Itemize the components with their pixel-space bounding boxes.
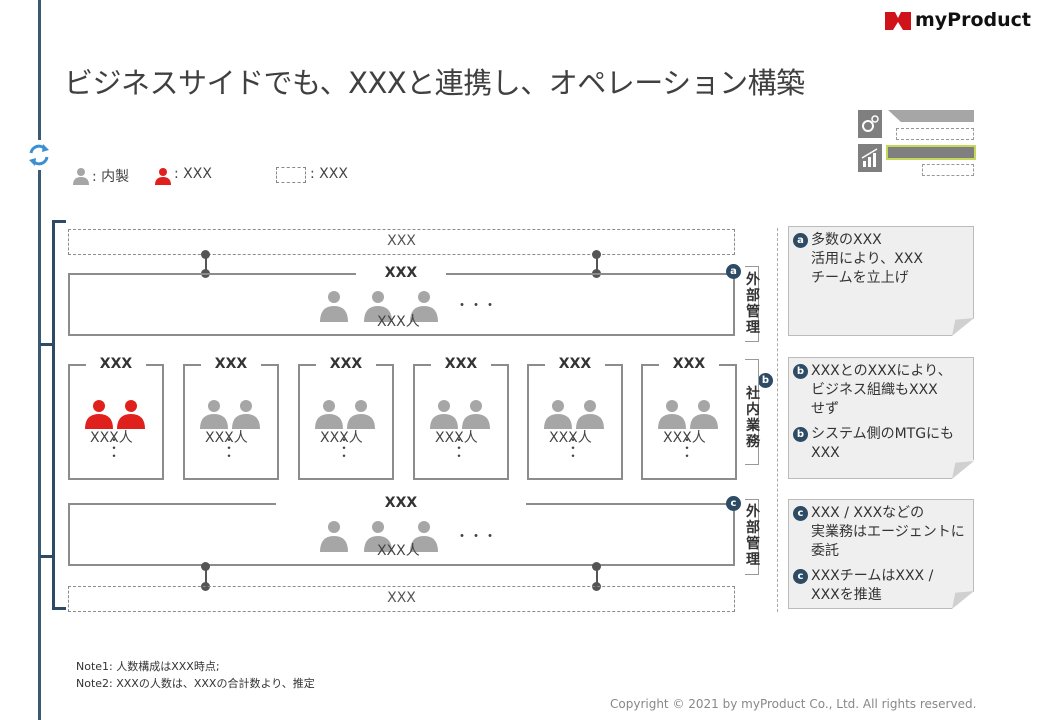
legend-dashed-label: : XXX xyxy=(310,166,348,182)
mini-map xyxy=(858,110,978,180)
logo: myProduct xyxy=(885,9,1031,32)
top-dashed-box: XXX xyxy=(68,229,735,255)
copyright: Copyright © 2021 by myProduct Co., Ltd. … xyxy=(610,697,977,711)
team-card-ellipsis: ・ ・ ・ xyxy=(223,433,236,463)
side-bracket-middle xyxy=(745,359,759,465)
team-card-header: XXX xyxy=(316,356,376,372)
logo-mark-icon xyxy=(885,12,911,30)
side-label-middle: 社内業務 xyxy=(746,386,760,450)
team-card-people-label: XXX人 xyxy=(205,430,248,446)
bottom-team-header: XXX xyxy=(276,495,526,511)
side-bracket-top xyxy=(745,266,759,342)
team-card-people xyxy=(430,400,490,429)
top-team-people-label: XXX人 xyxy=(377,314,420,330)
person-external-icon xyxy=(155,168,171,185)
legend: : 内製 : XXX : XXX xyxy=(72,166,372,186)
side-label-top: 外部管理 xyxy=(746,272,760,336)
note-badge: b xyxy=(793,364,808,379)
footnote-1: Note1: 人数構成はXXX時点; xyxy=(76,660,220,673)
team-card-people xyxy=(85,400,145,429)
team-card-people xyxy=(544,400,604,429)
footnote-2: Note2: XXXの人数は、XXXの合計数より、推定 xyxy=(76,677,315,690)
team-card-header: XXX xyxy=(201,356,261,372)
team-card-ellipsis: ・ ・ ・ xyxy=(338,433,351,463)
team-card-ellipsis: ・ ・ ・ xyxy=(108,433,121,463)
team-card-people xyxy=(658,400,718,429)
team-card-header: XXX xyxy=(545,356,605,372)
team-card-header: XXX xyxy=(431,356,491,372)
logo-text: myProduct xyxy=(915,9,1032,31)
bottom-team-ellipsis: ・・・ xyxy=(455,529,497,545)
note-text: 多数のXXX 活用により、XXX チームを立上げ xyxy=(811,232,923,286)
team-card-people xyxy=(200,400,260,429)
team-card-header: XXX xyxy=(659,356,719,372)
chart-icon xyxy=(858,144,882,172)
notes-divider xyxy=(777,228,778,612)
team-card-ellipsis: ・ ・ ・ xyxy=(453,433,466,463)
note-text: XXX / XXXなどの 実業務はエージェントに 委託 xyxy=(811,505,965,559)
side-bracket-bottom xyxy=(745,499,759,575)
gears-icon xyxy=(858,110,882,138)
top-team-header: XXX xyxy=(356,265,446,281)
note-text: システム側のMTGにも XXX xyxy=(811,426,955,461)
bottom-dashed-label: XXX xyxy=(387,590,416,606)
team-card-people-label: XXX人 xyxy=(435,430,478,446)
page-title: ビジネスサイドでも、XXXと連携し、オペレーション構築 xyxy=(64,66,805,100)
team-card-header: XXX xyxy=(86,356,146,372)
top-dashed-label: XXX xyxy=(387,233,416,249)
legend-external-label: : XXX xyxy=(174,166,212,182)
team-card-ellipsis: ・ ・ ・ xyxy=(681,433,694,463)
side-label-bottom: 外部管理 xyxy=(746,504,760,568)
team-card-ellipsis: ・ ・ ・ xyxy=(567,433,580,463)
left-bracket xyxy=(52,220,66,610)
note-badge: c xyxy=(793,569,808,584)
team-card-people-label: XXX人 xyxy=(663,430,706,446)
note-badge: b xyxy=(793,427,808,442)
note-badge: a xyxy=(793,233,808,248)
badge-c-bottom: c xyxy=(726,496,741,511)
note-text: XXXとのXXXにより、 ビジネス組織もXXX せず xyxy=(811,363,952,417)
bottom-dashed-box: XXX xyxy=(68,586,735,612)
bottom-team-people-label: XXX人 xyxy=(377,543,420,559)
top-team-ellipsis: ・・・ xyxy=(455,298,497,314)
timeline-line xyxy=(38,0,41,720)
note-fold-corner xyxy=(952,461,974,479)
legend-dashed-swatch xyxy=(276,167,306,183)
team-card-people-label: XXX人 xyxy=(320,430,363,446)
refresh-icon xyxy=(24,140,54,170)
note-text: XXXチームはXXX / XXXを推進 xyxy=(811,568,934,603)
team-card-people xyxy=(315,400,375,429)
legend-internal-label: : 内製 xyxy=(92,169,130,185)
top-team-people xyxy=(318,290,448,322)
badge-a-top: a xyxy=(726,264,741,279)
bottom-team-people xyxy=(318,520,448,552)
badge-b-middle: b xyxy=(758,373,773,388)
team-card-people-label: XXX人 xyxy=(90,430,133,446)
note-badge: c xyxy=(793,506,808,521)
team-card-people-label: XXX人 xyxy=(549,430,592,446)
person-internal-icon xyxy=(73,168,89,185)
